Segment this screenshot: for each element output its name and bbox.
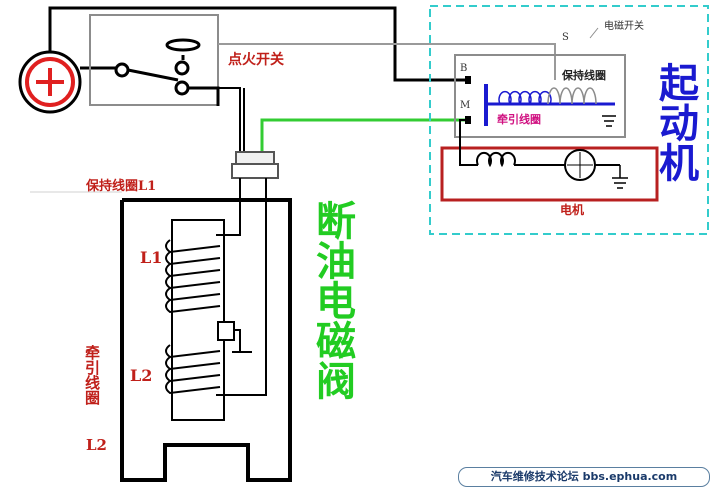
pull-coil-green-wire — [260, 118, 468, 152]
l2-label: L2 — [130, 366, 153, 385]
m-terminal-label: M — [460, 100, 471, 111]
motor-wiring — [459, 119, 620, 168]
wire-connector — [231, 151, 279, 179]
hold-coil-small-icon — [547, 87, 597, 105]
ignition-switch-frame — [89, 14, 219, 106]
starter-label: 起动机 — [652, 62, 699, 182]
b-terminal-label: B — [460, 63, 468, 74]
pull-coil-small-label: 牵引线圈 — [497, 113, 541, 126]
hold-coil-l1-label: 保持线圈L1 — [86, 179, 157, 194]
l1-label: L1 — [140, 248, 163, 267]
solenoid-contact — [217, 321, 235, 341]
switch-output-wire — [218, 87, 241, 152]
fuel-solenoid-label: 断油电磁阀 — [309, 200, 356, 400]
ground-icon — [602, 115, 616, 127]
battery-wire — [48, 6, 468, 82]
forum-footer-badge: 汽车维修技术论坛 bbs.ephua.com — [458, 467, 710, 487]
ignition-switch-icon — [114, 38, 220, 106]
pull-coil-l2-text: 牵引线圈 — [83, 345, 101, 405]
hold-coil-small-label: 保持线圈 — [562, 69, 606, 82]
solenoid-switch-frame — [454, 54, 626, 138]
b-terminal — [465, 76, 471, 84]
motor-ground-icon — [612, 165, 628, 189]
ignition-switch-label: 点火开关 — [228, 52, 284, 68]
coil-l2-icon — [165, 344, 221, 395]
solenoid-switch-label: 电磁开关 — [604, 21, 644, 32]
s-terminal-label: S — [562, 32, 569, 43]
motor-label: 电机 — [560, 203, 585, 217]
pull-coil-l2-suffix: L2 — [86, 436, 107, 454]
coil-l1-icon — [165, 239, 221, 314]
pull-coil-small-icon — [498, 90, 552, 106]
s-terminal-wire — [218, 43, 556, 80]
contact-plate — [484, 84, 488, 126]
motor-frame — [440, 146, 659, 202]
starter-boundary — [429, 5, 709, 235]
fuel-solenoid-housing — [120, 198, 292, 482]
battery-plus-icon — [18, 50, 82, 114]
motor-icon — [564, 149, 596, 181]
